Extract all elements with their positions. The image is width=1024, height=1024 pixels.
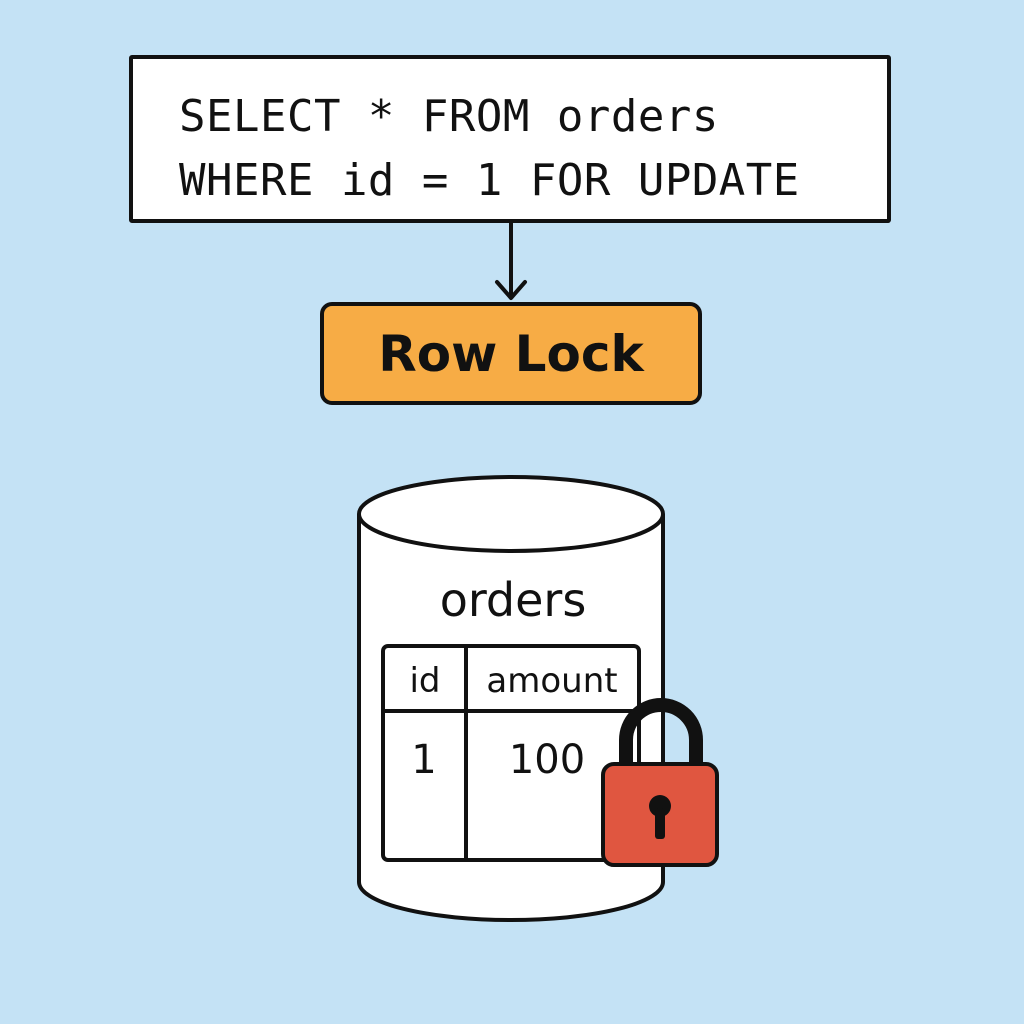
sql-query-line-1: SELECT * FROM orders [179, 91, 719, 142]
query-to-lock-arrow [495, 223, 527, 300]
row-lock-box: Row Lock [320, 302, 702, 405]
database-name: orders [440, 573, 587, 627]
cell-row1-id: 1 [411, 737, 436, 783]
sql-query-box: SELECT * FROM orders WHERE id = 1 FOR UP… [129, 55, 891, 223]
cell-row1-amount: 100 [509, 737, 585, 783]
orders-table: id amount 1 100 [381, 644, 641, 862]
sql-query-line-2: WHERE id = 1 FOR UPDATE [179, 155, 800, 206]
column-header-id: id [409, 661, 440, 701]
column-header-amount: amount [486, 661, 617, 701]
padlock-icon [601, 698, 719, 867]
